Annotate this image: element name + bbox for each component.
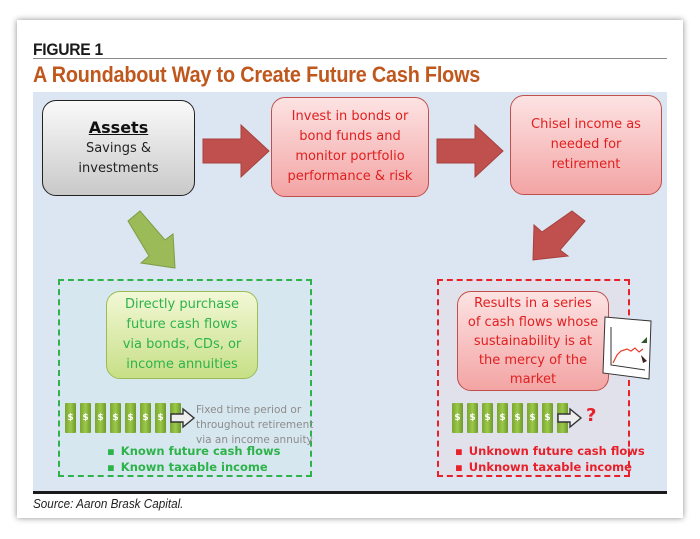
top-rule: [33, 58, 667, 59]
dollar-bill-icon: $: [65, 403, 76, 433]
bottom-rule: [33, 491, 667, 494]
dollar-bill-icon: $: [512, 403, 523, 433]
chisel-line: Chisel income as: [531, 117, 641, 132]
dollar-bill-icon: $: [452, 403, 463, 433]
results-line: of cash flows whose: [467, 314, 599, 330]
dollar-bill-icon: $: [80, 403, 91, 433]
results-box: Results in a series of cash flows whose …: [457, 291, 609, 391]
results-line: the mercy of the: [478, 352, 588, 368]
market-chart-icon: [602, 316, 652, 380]
invest-line: bond funds and: [299, 129, 401, 144]
arrow-right-icon: [202, 123, 270, 179]
arrow-down-left-icon: [532, 210, 586, 261]
chisel-line: needed for: [550, 137, 622, 152]
dollar-bill-icon: $: [467, 403, 478, 433]
dollar-bill-icon: $: [482, 403, 493, 433]
assets-subtitle-line1: Savings &: [85, 141, 152, 156]
direct-purchase-box: Directly purchase future cash flows via …: [106, 291, 258, 379]
arrow-outline-icon: [557, 407, 583, 429]
invest-box: Invest in bonds or bond funds and monito…: [271, 97, 429, 197]
assets-subtitle-line2: investments: [78, 161, 159, 176]
known-bullets: Known future cash flows Known taxable in…: [107, 443, 281, 475]
invest-line: Invest in bonds or: [291, 109, 409, 124]
dollar-bill-icon: $: [125, 403, 136, 433]
dollar-bill-icon: $: [95, 403, 106, 433]
bullet-item: Known future cash flows: [107, 443, 281, 459]
bullet-item: Unknown future cash flows: [455, 443, 645, 459]
dollar-bill-icon: $: [497, 403, 508, 433]
fixed-period-note: Fixed time period or throughout retireme…: [196, 403, 313, 448]
results-line: Results in a series: [474, 295, 592, 311]
results-line: sustainability is at: [473, 333, 593, 349]
direct-line: via bonds, CDs, or: [122, 337, 242, 352]
cash-flow-bills: $$$$$$$$: [452, 403, 568, 433]
unknown-bullets: Unknown future cash flows Unknown taxabl…: [455, 443, 645, 475]
figure-label: FIGURE 1: [33, 40, 103, 59]
source-note: Source: Aaron Brask Capital.: [33, 496, 184, 511]
bullet-item: Unknown taxable income: [455, 459, 645, 475]
chisel-line: retirement: [551, 157, 621, 172]
invest-line: performance & risk: [287, 169, 413, 184]
arrow-down-right-icon: [127, 210, 176, 269]
dollar-bill-icon: $: [140, 403, 151, 433]
invest-line: monitor portfolio: [295, 149, 405, 164]
note-line: throughout retirement: [196, 419, 314, 431]
cash-flow-bills: $$$$$$$$: [65, 403, 181, 433]
dollar-bill-icon: $: [542, 403, 553, 433]
arrow-right-icon: [436, 123, 504, 179]
dollar-bill-icon: $: [527, 403, 538, 433]
direct-line: income annuities: [126, 357, 238, 372]
direct-line: Directly purchase: [124, 297, 240, 312]
direct-line: future cash flows: [126, 317, 238, 332]
results-line: market: [509, 371, 557, 387]
assets-title: Assets: [88, 118, 149, 137]
note-line: Fixed time period or: [196, 404, 302, 416]
assets-box: Assets Savings & investments: [42, 100, 195, 196]
unknown-marker: ?: [586, 405, 597, 426]
chisel-box: Chisel income as needed for retirement: [510, 95, 662, 195]
figure-title: A Roundabout Way to Create Future Cash F…: [33, 62, 481, 87]
bullet-item: Known taxable income: [107, 459, 280, 475]
dollar-bill-icon: $: [155, 403, 166, 433]
arrow-outline-icon: [170, 407, 196, 429]
dollar-bill-icon: $: [110, 403, 121, 433]
